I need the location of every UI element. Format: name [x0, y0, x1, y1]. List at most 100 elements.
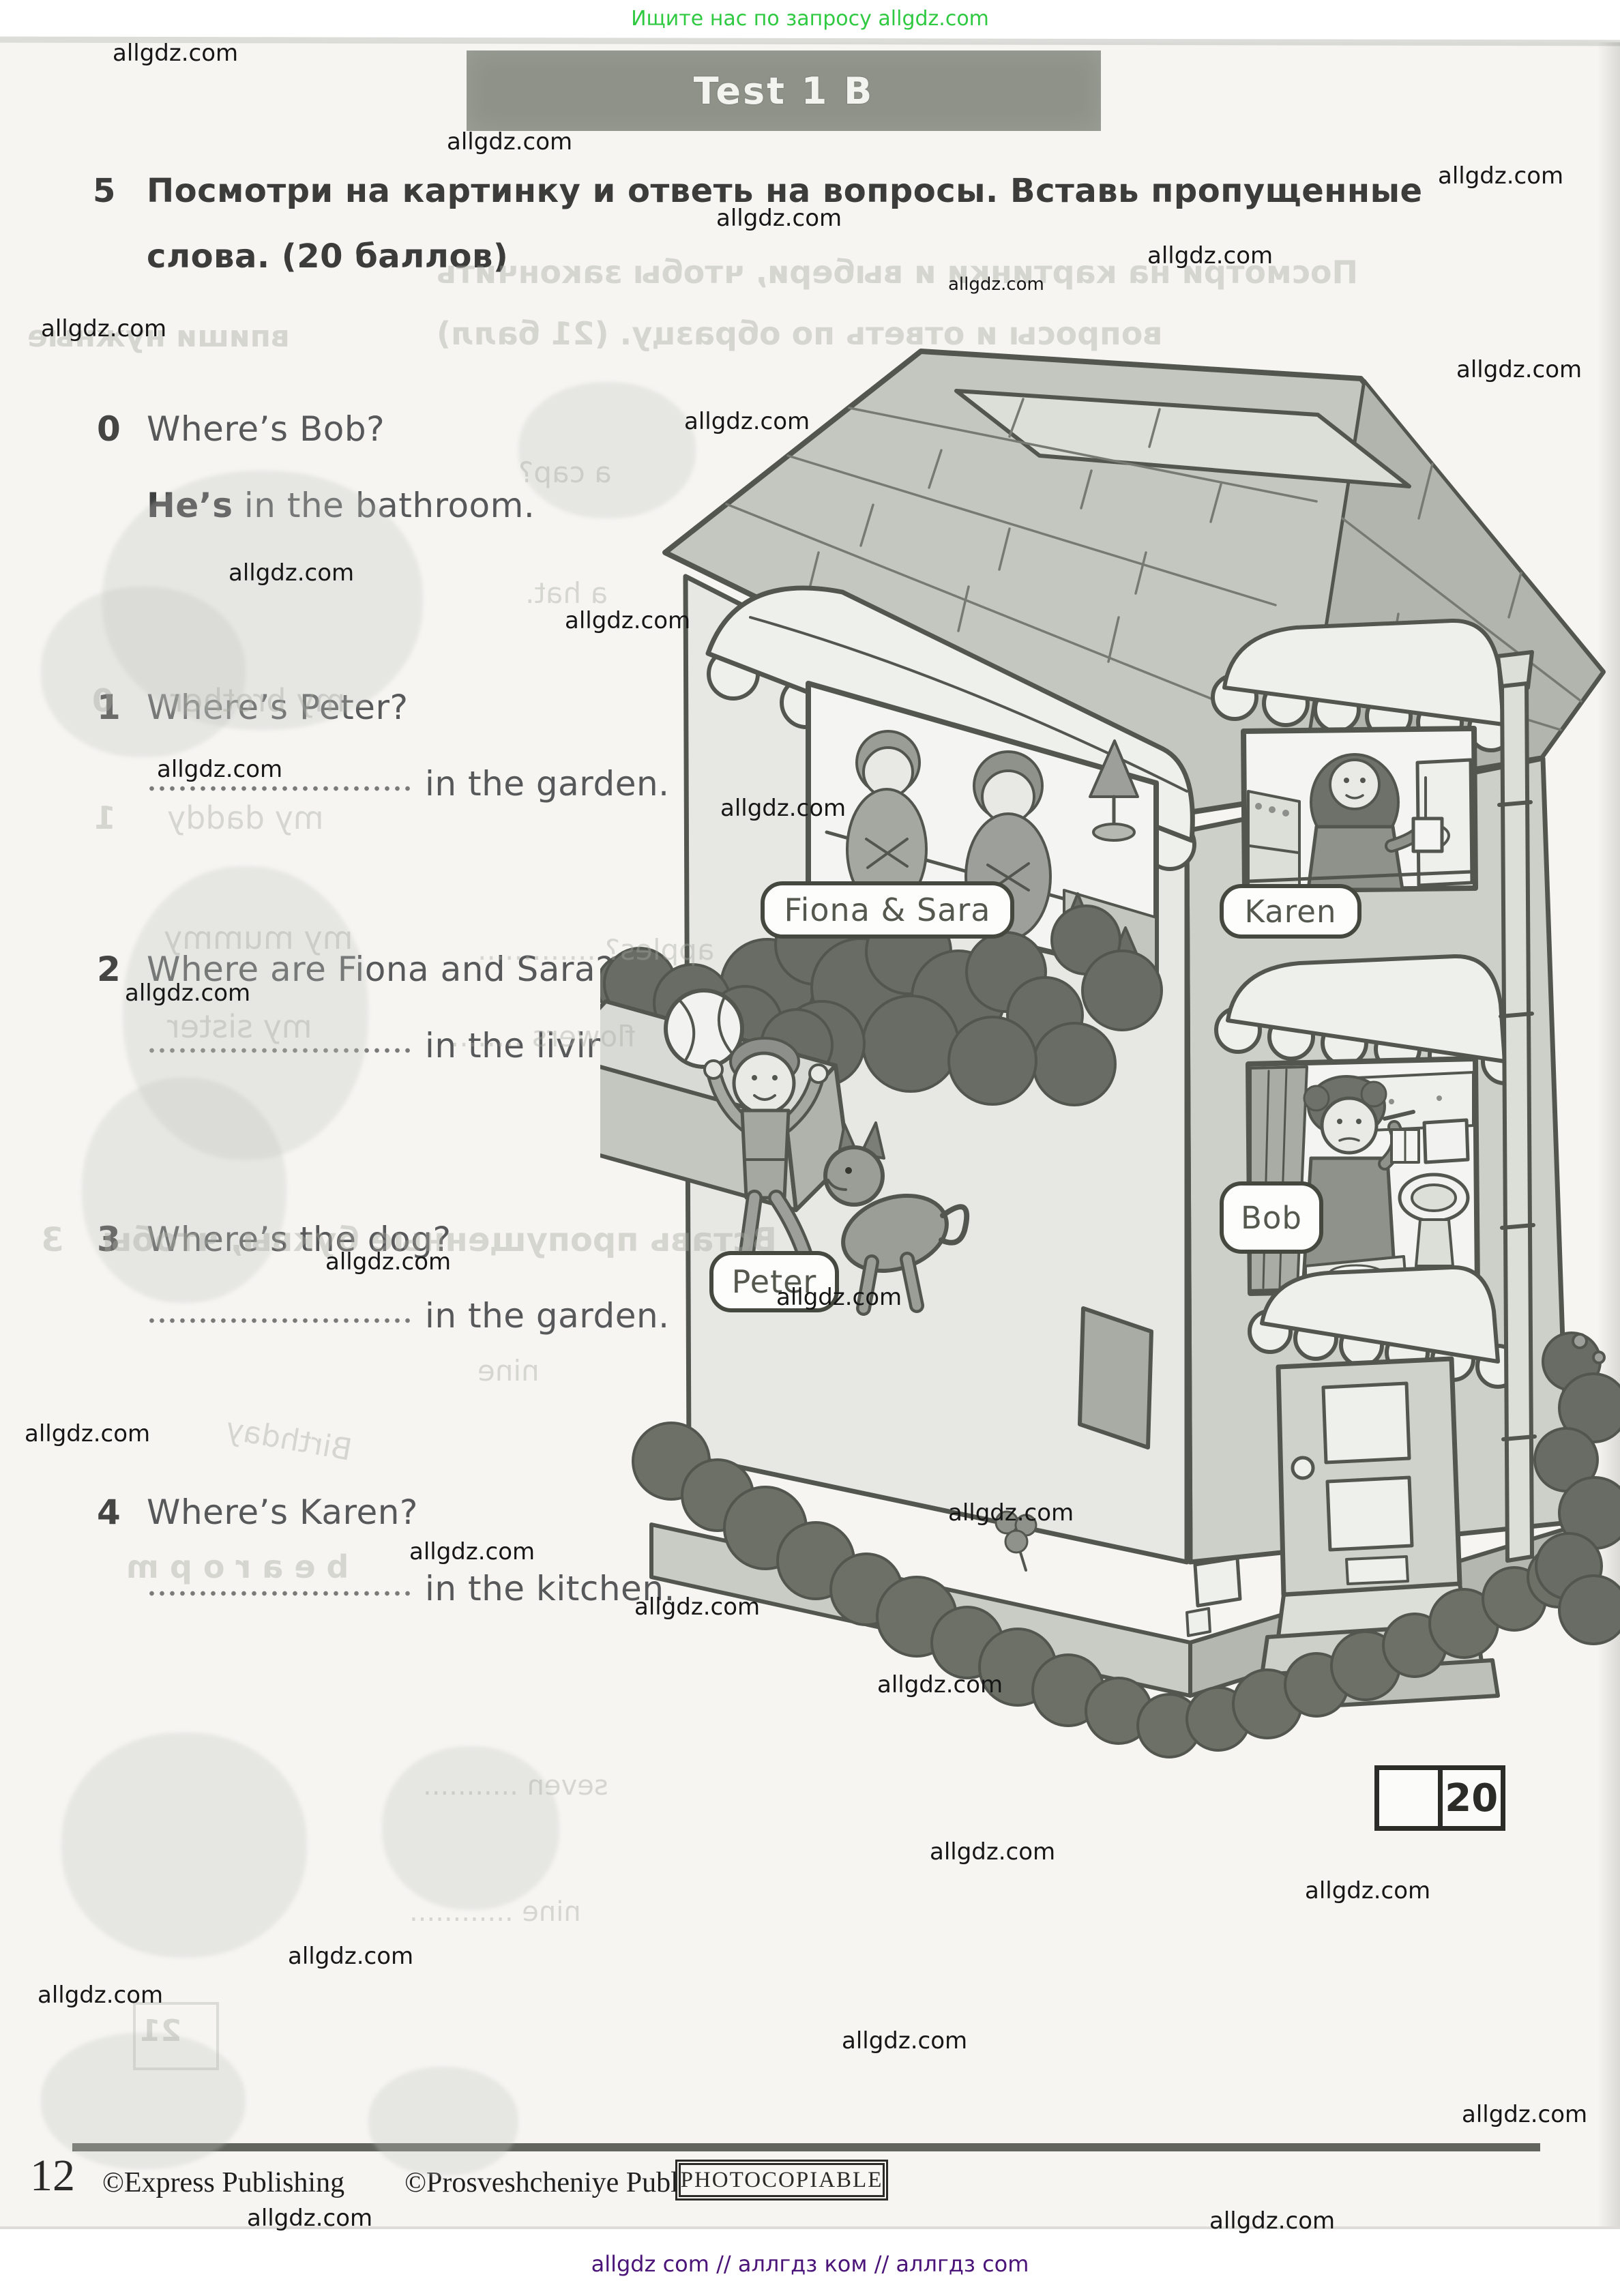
promo-search-text: Ищите нас по запросу allgdz.com	[631, 7, 989, 31]
watermark-text: allgdz.com	[157, 756, 283, 783]
mug	[1411, 816, 1444, 853]
question-0-answer: He’s in the bathroom.	[147, 486, 535, 525]
answer-blank-line[interactable]	[147, 1300, 413, 1327]
question-1-answer: in the garden.	[147, 764, 670, 804]
footer-rule	[72, 2143, 1540, 2151]
peter-body	[740, 1108, 791, 1200]
ghost-blob	[41, 587, 246, 757]
question-4-text: Where’s Karen?	[147, 1492, 418, 1532]
ghost-text: 21	[140, 2014, 182, 2048]
watermark-text: allgdz.com	[634, 1593, 761, 1621]
ghost-blob	[518, 382, 696, 518]
watermark-text: allgdz.com	[948, 1499, 1074, 1527]
watermark-text: allgdz.com	[684, 408, 810, 435]
question-0-text: Where’s Bob?	[147, 409, 385, 449]
question-0-answer-rest: in the bathroom.	[233, 486, 535, 525]
house-illustration	[600, 349, 1620, 1758]
bob-face	[1320, 1096, 1379, 1155]
ghost-text: a hat.	[525, 576, 608, 610]
drainpipe	[1496, 650, 1537, 1563]
ghost-text: 3	[41, 1221, 64, 1259]
promo-bottom-text: allgdz com // аллгдз ком // аллгдз com	[591, 2251, 1029, 2277]
watermark-text: allgdz.com	[930, 1838, 1056, 1866]
ghost-text: my daddy	[167, 799, 324, 836]
ghost-blob	[368, 2067, 518, 2176]
watermark-text: allgdz.com	[565, 607, 691, 634]
answer-blank-line[interactable]	[147, 1030, 413, 1057]
watermark-text: allgdz.com	[776, 1284, 902, 1311]
test-title: Test 1 B	[693, 69, 874, 113]
bathroom-window	[1246, 1056, 1480, 1296]
watermark-text: allgdz.com	[409, 1538, 535, 1565]
page-number: 12	[30, 2151, 75, 2201]
watermark-text: allgdz.com	[113, 40, 239, 67]
watermark-text: allgdz.com	[948, 274, 1044, 295]
watermark-text: allgdz.com	[720, 795, 846, 822]
ghost-blob	[82, 1078, 286, 1303]
curtain	[1249, 1065, 1308, 1292]
watermark-text: allgdz.com	[1147, 242, 1273, 269]
scan-right-shadow	[1597, 42, 1620, 2229]
question-1-text: Where’s Peter?	[147, 688, 409, 727]
watermark-text: allgdz.com	[229, 559, 355, 587]
watermark-text: allgdz.com	[1456, 356, 1582, 383]
task-instruction-line2: слова. (20 баллов)	[147, 237, 509, 276]
karen-body	[1306, 825, 1404, 892]
ghost-text: вопросы и ответь по образцу. (21 балл)	[437, 315, 1163, 352]
score-box-max-points: 20	[1445, 1776, 1499, 1821]
watermark-text: allgdz.com	[325, 1248, 452, 1276]
ghost-text: 1	[94, 799, 117, 836]
question-2-text: Where are Fiona and Sara?	[147, 950, 615, 989]
ghost-text: my mummy	[164, 919, 353, 956]
ghost-text: b e a r o p m	[126, 1548, 349, 1585]
score-box-empty-cell[interactable]	[1379, 1770, 1443, 1826]
ghost-blob	[61, 1733, 307, 1958]
watermark-text: allgdz.com	[1305, 1877, 1431, 1904]
watermark-text: allgdz.com	[842, 2027, 968, 2055]
watermark-text: allgdz.com	[125, 980, 251, 1007]
task-instruction-line1: Посмотри на картинку и ответь на вопросы…	[147, 172, 1423, 210]
butterfly	[995, 1510, 1037, 1572]
photocopiable-stamp: PHOTOCOPIABLE	[675, 2160, 888, 2201]
watermark-text: allgdz.com	[877, 1671, 1003, 1698]
kitchen-window	[1241, 726, 1478, 894]
watermark-text: allgdz.com	[288, 1943, 414, 1970]
watermark-text: allgdz.com	[25, 1420, 151, 1447]
ghost-blob	[123, 866, 368, 1160]
ghost-text: nine ............	[409, 1896, 581, 1928]
question-1-number: 1	[97, 688, 121, 727]
question-4-answer-rest: in the kitchen.	[425, 1569, 675, 1608]
test-title-banner: Test 1 B	[467, 50, 1101, 131]
side-bushes	[1533, 1331, 1620, 1645]
copyright-express: ©Express Publishing	[102, 2167, 345, 2198]
ghost-text: 0	[92, 682, 115, 719]
ghost-blob	[382, 1746, 559, 1910]
toothbrush	[1383, 1110, 1415, 1121]
question-3-number: 3	[97, 1220, 121, 1259]
watermark-text: allgdz.com	[1462, 2101, 1588, 2128]
question-0-answer-bold: He’s	[147, 486, 233, 525]
ghost-text: my sister	[167, 1008, 312, 1045]
answer-blank-line[interactable]	[147, 768, 413, 795]
mail-slot	[1345, 1555, 1409, 1585]
ground-floor-window	[1078, 1306, 1153, 1449]
ghost-text: seven ...........	[423, 1770, 608, 1801]
front-door	[1276, 1356, 1462, 1598]
question-2-number: 2	[97, 950, 121, 989]
dog-figure	[813, 1121, 970, 1316]
label-peter: Peter	[709, 1251, 839, 1312]
watermark-text: allgdz.com	[447, 128, 573, 156]
question-1-answer-rest: in the garden.	[425, 764, 670, 804]
scan-bottom-edge	[0, 2226, 1620, 2229]
answer-blank-line[interactable]	[147, 1573, 413, 1600]
watermark-text: allgdz.com	[247, 2205, 373, 2232]
question-0-number: 0	[97, 409, 121, 449]
question-3-text: Where’s the dog?	[147, 1220, 452, 1259]
question-4-answer: in the kitchen.	[147, 1569, 675, 1608]
watermark-text: allgdz.com	[716, 205, 842, 232]
toilet-tank	[1422, 1118, 1470, 1164]
label-karen: Karen	[1220, 884, 1361, 939]
score-box: 20	[1374, 1765, 1505, 1831]
ghost-text: apples? .............	[477, 933, 715, 967]
